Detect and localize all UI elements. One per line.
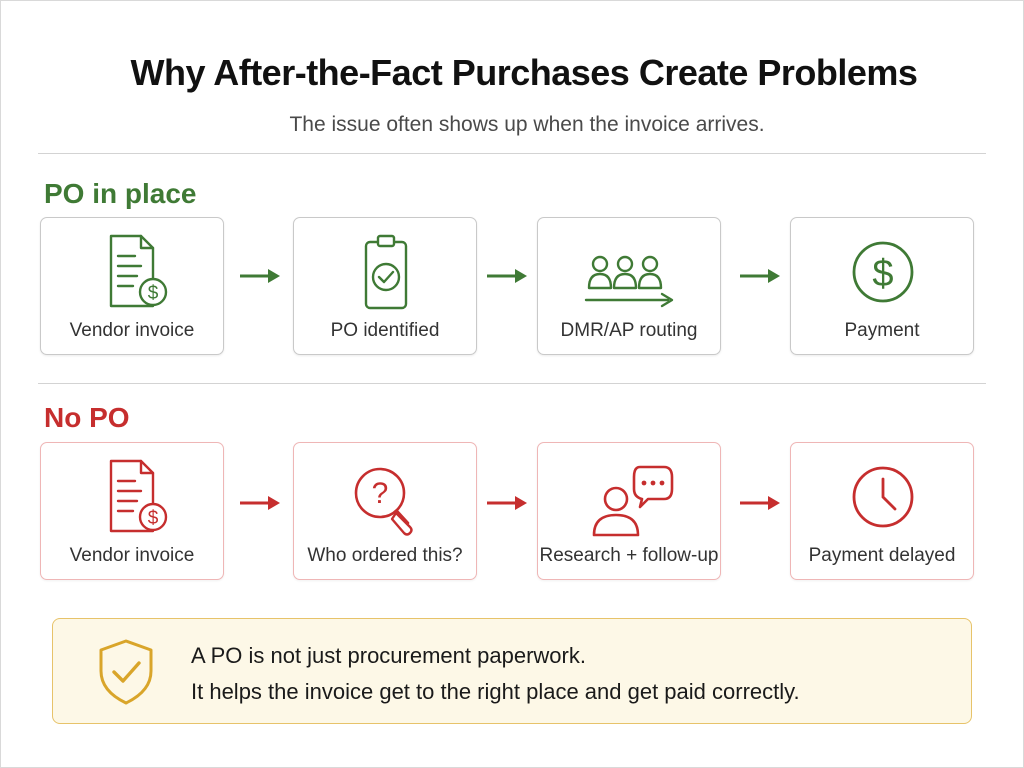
step-card-po-identified: PO identified [293,217,477,355]
arrow-right-icon [740,269,780,283]
step-label: PO identified [330,320,440,341]
page-subtitle: The issue often shows up when the invoic… [289,113,765,136]
step-label: Payment [844,320,920,341]
step-label: Vendor invoice [69,545,195,566]
step-card-vendor-invoice: $ Vendor invoice [40,217,224,355]
magnifier-question-icon: ? [354,467,413,536]
step-label: Research + follow-up [539,545,719,566]
arrow-right-icon [240,269,280,283]
divider-top [38,153,986,154]
invoice-dollar-icon: $ [109,459,168,533]
svg-text:$: $ [872,253,893,295]
person-chat-icon [592,465,674,537]
step-card-vendor-invoice: $ Vendor invoice [40,442,224,580]
dollar-circle-icon: $ [852,241,914,303]
svg-text:?: ? [372,477,389,510]
step-card-payment: $ Payment [790,217,974,355]
step-card-who-ordered: ? Who ordered this? [293,442,477,580]
step-card-dmr-ap-routing: DMR/AP routing [537,217,721,355]
section-label-no-po: No PO [44,402,130,433]
clipboard-check-icon [364,234,408,310]
arrow-right-icon [240,496,280,510]
clock-icon [852,466,914,528]
arrow-right-icon [740,496,780,510]
step-label: Payment delayed [808,545,956,566]
svg-text:$: $ [148,508,159,529]
step-card-research-follow-up: Research + follow-up [537,442,721,580]
step-label: Who ordered this? [307,545,463,566]
page-title: Why After-the-Fact Purchases Create Prob… [130,52,918,93]
step-label: Vendor invoice [69,320,195,341]
arrow-right-icon [487,496,527,510]
invoice-dollar-icon: $ [109,234,168,308]
note-line-1: A PO is not just procurement paperwork. [191,643,586,668]
section-label-po-in-place: PO in place [44,178,197,209]
people-routing-icon [584,255,674,308]
step-card-payment-delayed: Payment delayed [790,442,974,580]
step-label: DMR/AP routing [560,320,698,341]
divider-middle [38,383,986,384]
callout-note: A PO is not just procurement paperwork. … [52,618,972,724]
shield-check-icon [99,639,153,705]
arrow-right-icon [487,269,527,283]
note-line-2: It helps the invoice get to the right pl… [191,679,800,704]
svg-text:$: $ [148,283,159,304]
